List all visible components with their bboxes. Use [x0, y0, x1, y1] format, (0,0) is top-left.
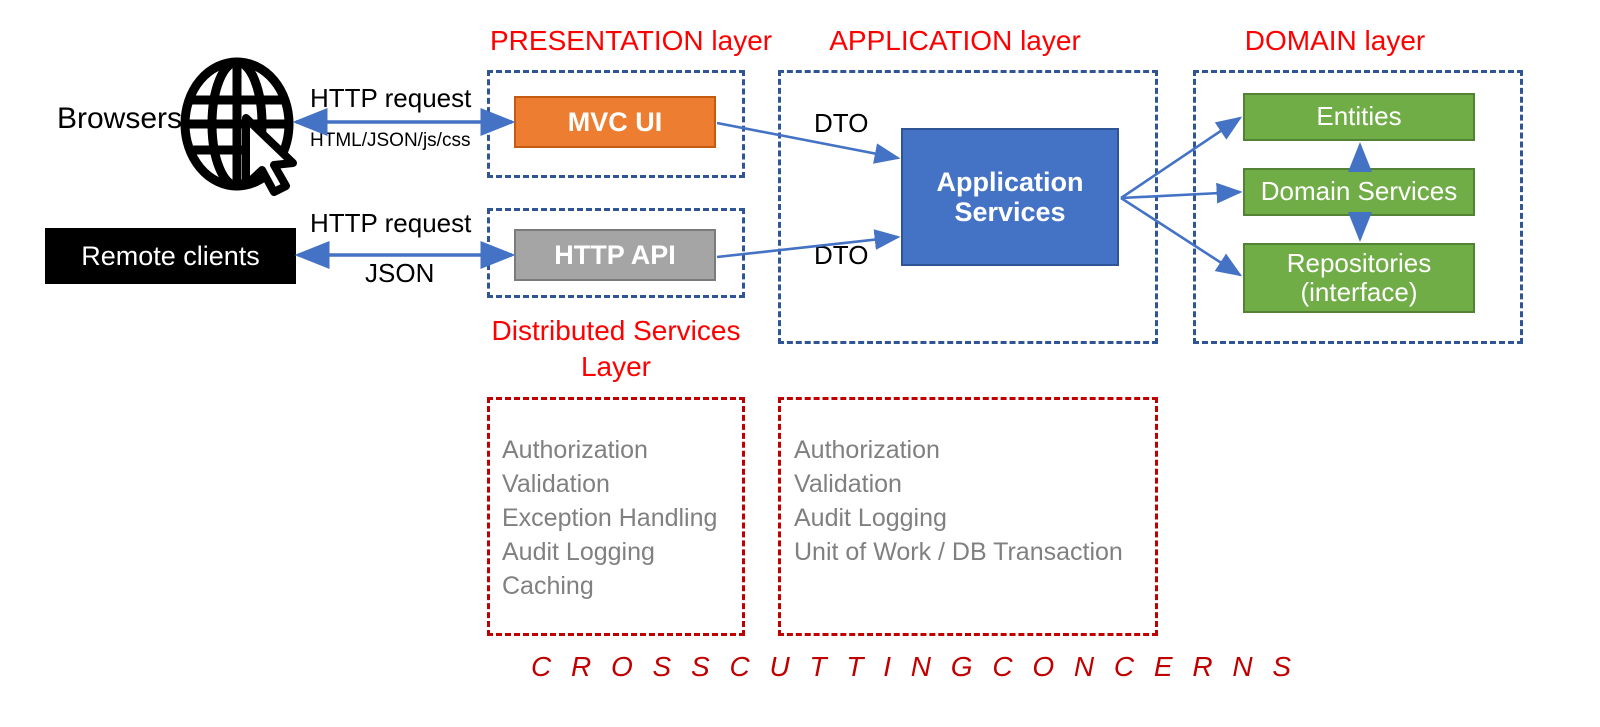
presentation-layer-caption: PRESENTATION layer — [490, 25, 773, 56]
application-services-node[interactable]: Application Services — [901, 128, 1119, 266]
crosscut-item: Authorization — [502, 436, 648, 464]
repositories-label-line1: Repositories — [1286, 247, 1432, 278]
application-layer-caption: APPLICATION layer — [829, 25, 1081, 56]
crosscut-item: Validation — [502, 470, 610, 498]
presentation-crosscutting-box — [487, 397, 745, 636]
application-services-label-line2: Services — [954, 197, 1066, 227]
crosscut-item: Caching — [502, 572, 594, 600]
domain-layer-caption: DOMAIN layer — [1244, 25, 1426, 56]
distributed-services-layer-caption: Distributed Services Layer — [490, 313, 742, 385]
presentation-crosscutting-list: Authorization Validation Exception Handl… — [502, 433, 742, 603]
browsers-request-label: HTTP request — [310, 83, 472, 113]
crosscut-item: Validation — [794, 470, 902, 498]
remote-clients-node: Remote clients — [45, 228, 296, 284]
repositories-label-line2: (interface) — [1300, 277, 1418, 307]
distributed-services-caption-line2: Layer — [580, 351, 652, 382]
domain-services-node[interactable]: Domain Services — [1243, 168, 1475, 216]
crosscut-item: Exception Handling — [502, 504, 718, 532]
remote-request-label: HTTP request — [310, 208, 472, 238]
crosscut-item: Authorization — [794, 436, 940, 464]
browsers-label: Browsers — [57, 102, 183, 135]
http-api-node[interactable]: HTTP API — [514, 229, 716, 281]
cross-cutting-concerns-title: C R O S S C U T T I N G C O N C E R N S — [531, 651, 1298, 682]
api-to-app-dto-label: DTO — [814, 240, 869, 270]
application-crosscutting-box — [778, 397, 1158, 636]
application-crosscutting-list: Authorization Validation Audit Logging U… — [794, 433, 1159, 569]
browsers-response-label: HTML/JSON/js/css — [310, 130, 471, 151]
mvc-ui-node[interactable]: MVC UI — [514, 96, 716, 148]
crosscut-item: Audit Logging — [502, 538, 655, 566]
application-services-label-line1: Application — [936, 166, 1084, 197]
mouse-cursor-icon — [242, 114, 297, 196]
mvc-to-app-dto-label: DTO — [814, 108, 869, 138]
entities-node[interactable]: Entities — [1243, 93, 1475, 141]
crosscut-item: Audit Logging — [794, 504, 947, 532]
repositories-node[interactable]: Repositories (interface) — [1243, 243, 1475, 313]
remote-response-label: JSON — [365, 258, 435, 288]
distributed-services-caption-line1: Distributed Services — [491, 315, 741, 346]
crosscut-item: Unit of Work / DB Transaction — [794, 538, 1123, 566]
